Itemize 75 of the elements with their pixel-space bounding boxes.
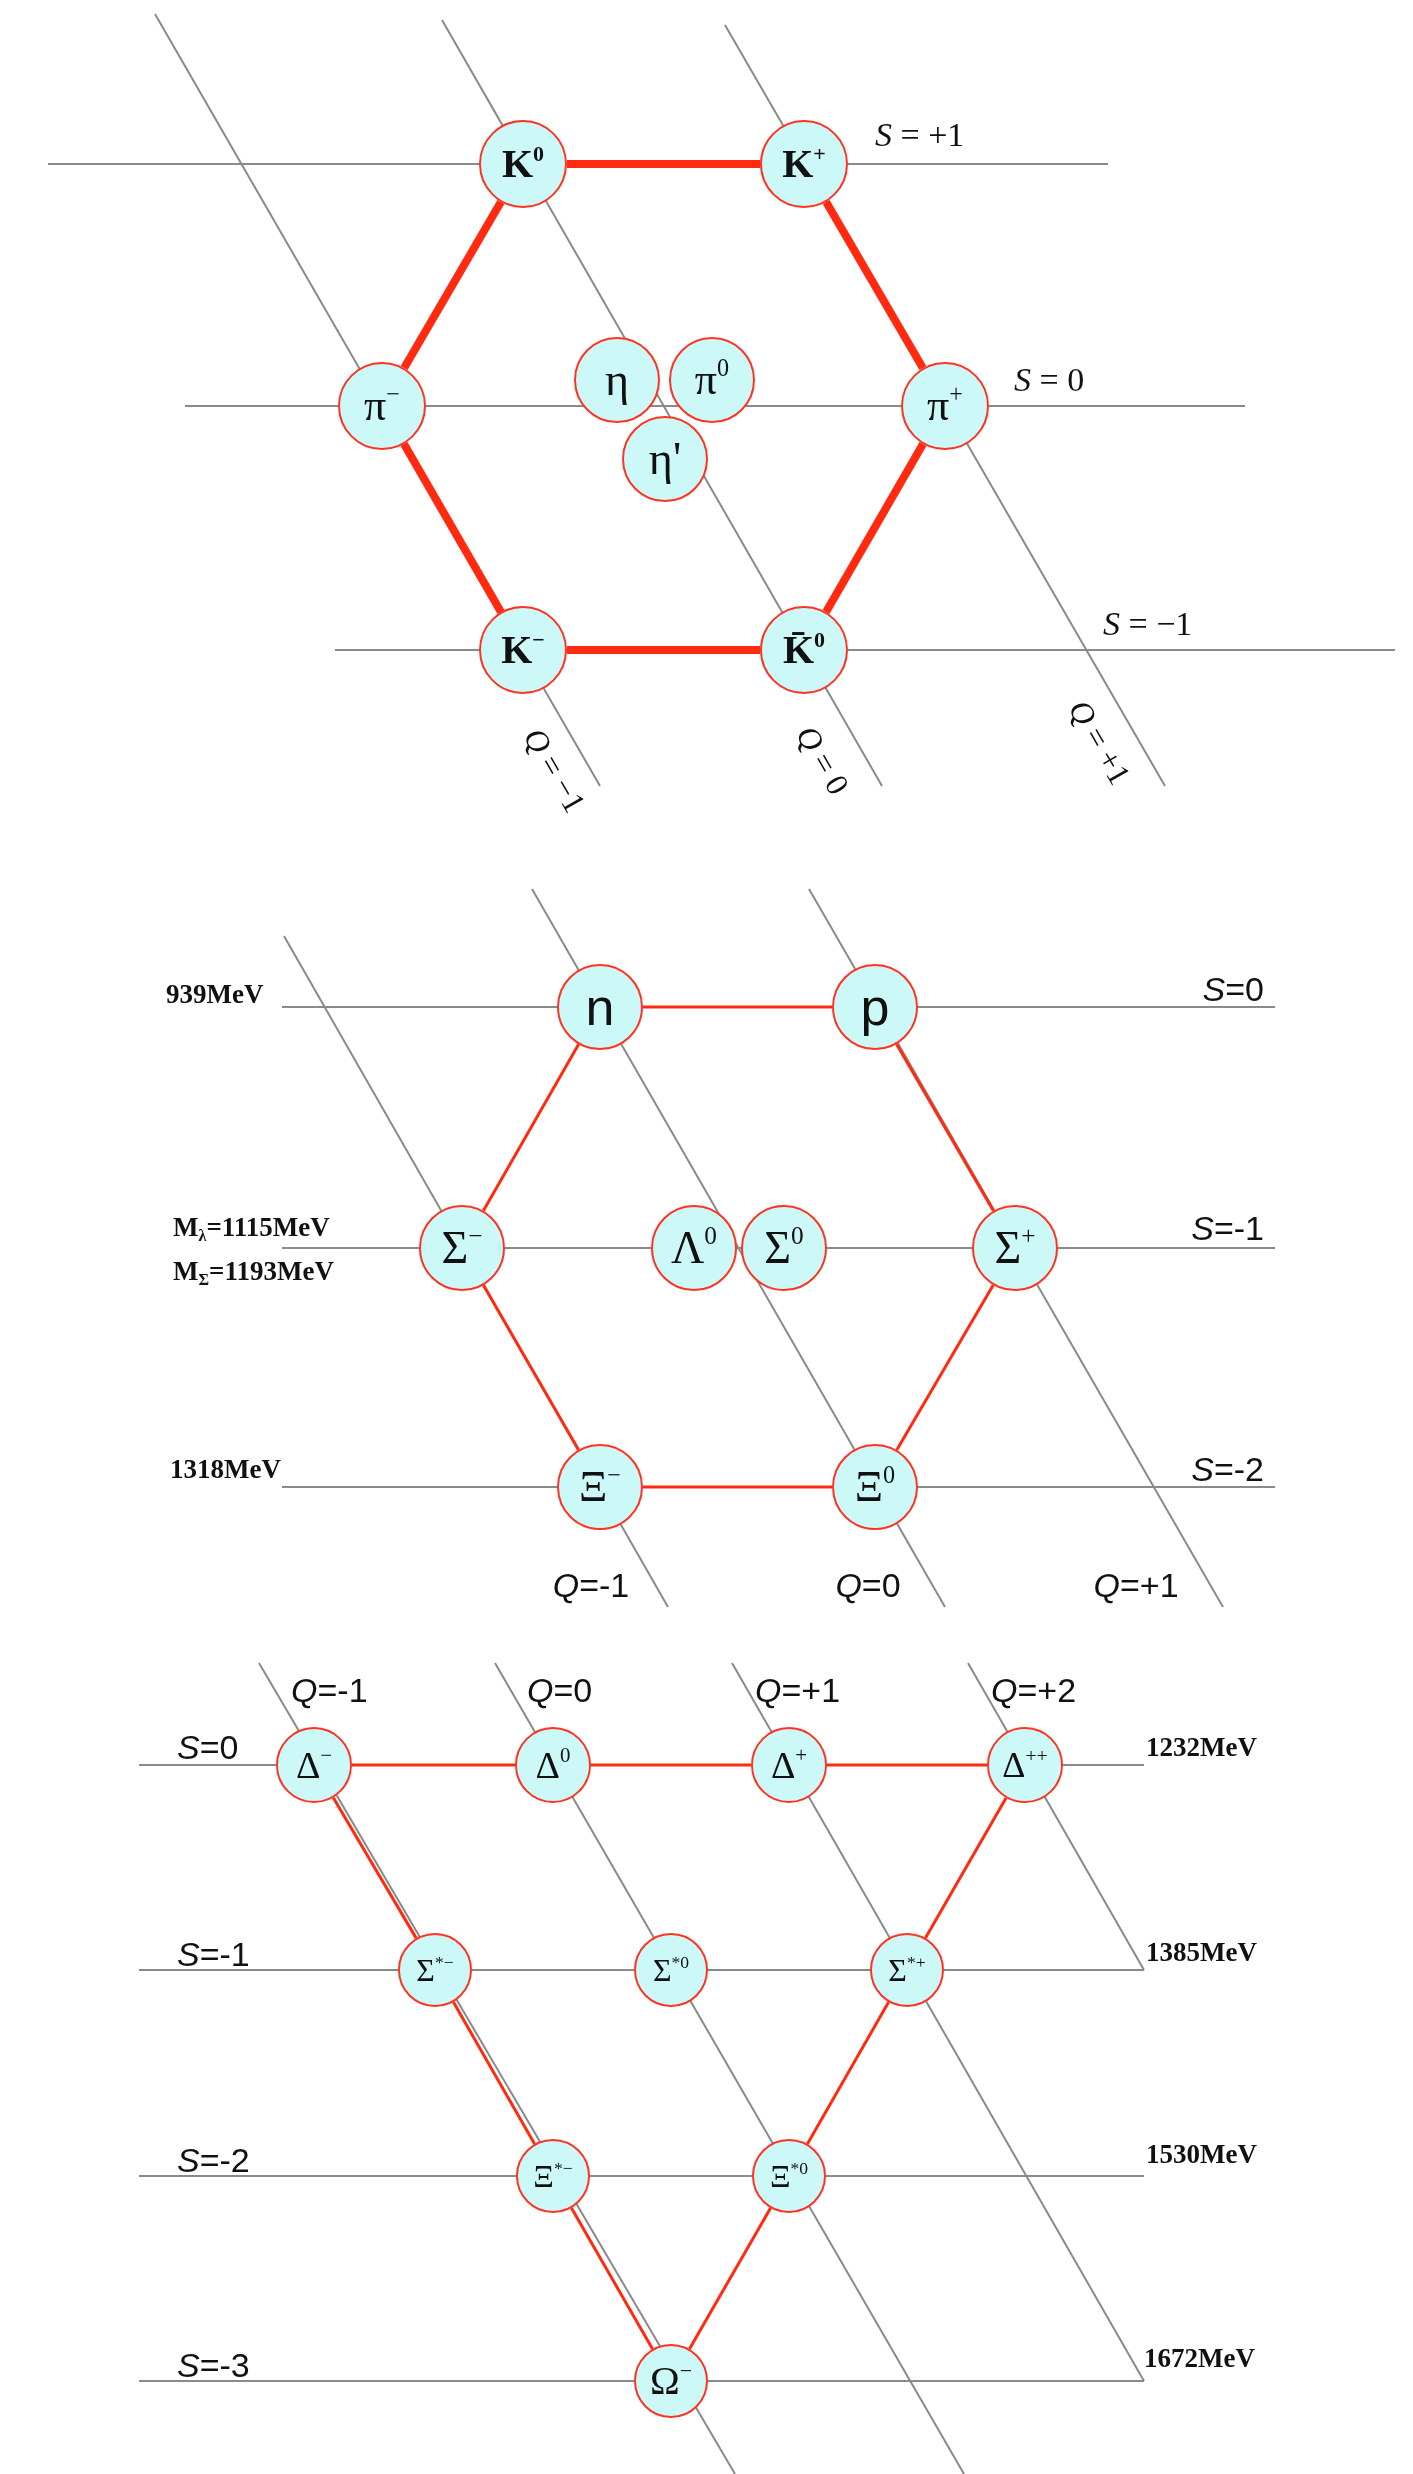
mass-label: M$_{λ}$=1115MeV — [173, 1213, 330, 1241]
mass-label: 1672MeV — [1144, 2344, 1255, 2372]
quantum-number-label: Q=-1 — [291, 1673, 368, 1707]
connector-line — [482, 1284, 580, 1451]
particle-symbol: Ξ$^{*0}$ — [769, 2160, 809, 2192]
connector-line — [895, 1043, 995, 1212]
connector-line — [567, 646, 760, 654]
particle-symbol: K̄$^{0}$ — [782, 630, 826, 670]
quantum-number-label: Q=+1 — [1093, 1568, 1179, 1602]
quantum-number-label: Q=-1 — [552, 1568, 630, 1602]
particle-symbol: Σ$^{*+}$ — [888, 1954, 926, 1986]
particle-symbol: Ω$^{−}$ — [649, 2361, 693, 2401]
connector-line — [400, 200, 505, 370]
mass-label: 1385MeV — [1146, 1938, 1257, 1966]
quantum-number-label: S=-1 — [1191, 1211, 1264, 1245]
quantum-number-label: Q=+1 — [755, 1673, 841, 1707]
quantum-number-label: Q=0 — [835, 1568, 901, 1602]
connector-line — [822, 442, 927, 614]
particle-symbol: Σ$^{0}$ — [764, 1225, 804, 1271]
particle-symbol: η — [604, 357, 630, 403]
mass-label: 939MeV — [166, 980, 264, 1008]
quantum-number-label: S=0 — [177, 1730, 239, 1764]
quantum-number-label: Q=0 — [527, 1673, 593, 1707]
particle-symbol: Δ$^{+}$ — [770, 1746, 808, 1784]
particle-symbol: Λ$^{0}$ — [671, 1225, 717, 1271]
connector-line — [400, 442, 505, 614]
particle-symbol: K$^{−}$ — [501, 630, 545, 670]
connector-line — [895, 1284, 995, 1451]
connector-line — [827, 1763, 987, 1767]
particle-symbol: Σ$^{+}$ — [994, 1225, 1036, 1271]
connector-line — [332, 1796, 418, 1939]
connector-line — [643, 1485, 832, 1489]
particle-symbol: Σ$^{−}$ — [441, 1225, 483, 1271]
connector-line — [452, 2001, 536, 2145]
quantum-number-label: Q = 0 — [790, 720, 856, 800]
connector-line — [806, 2001, 890, 2145]
particle-symbol: π$^{+}$ — [927, 384, 963, 428]
quantum-number-label: Q = −1 — [518, 722, 592, 818]
particle-symbol: Ξ$^{−}$ — [579, 1465, 621, 1509]
particle-symbol: n — [585, 981, 615, 1033]
connector-line — [352, 1763, 515, 1767]
particle-symbol: K$^{0}$ — [501, 144, 545, 184]
mass-label: 1232MeV — [1146, 1733, 1257, 1761]
connector-line — [567, 160, 760, 168]
quantum-number-label: S=-3 — [177, 2348, 250, 2382]
connector-line — [924, 1797, 1008, 1939]
quantum-number-label: S = −1 — [1103, 607, 1193, 641]
connector-line — [591, 1763, 751, 1767]
connector-line — [822, 200, 927, 370]
quantum-number-label: Q=+2 — [991, 1673, 1077, 1707]
quantum-number-label: S=-2 — [1191, 1452, 1264, 1486]
quantum-number-label: Q = +1 — [1063, 694, 1137, 790]
particle-symbol: Σ$^{*−}$ — [416, 1954, 454, 1986]
particle-symbol: π$^{−}$ — [364, 384, 400, 428]
particle-symbol: Δ$^{0}$ — [535, 1746, 571, 1784]
particle-symbol: K$^{+}$ — [782, 144, 826, 184]
connector-line — [482, 1043, 580, 1212]
particle-symbol: π$^{0}$ — [694, 358, 730, 402]
particle-symbol: Δ$^{−}$ — [295, 1746, 333, 1784]
quantum-number-label: S=0 — [1202, 972, 1264, 1006]
connector-line — [643, 1005, 832, 1009]
particle-symbol: η' — [648, 436, 682, 482]
connector-line — [570, 2207, 654, 2350]
mass-label: 1530MeV — [1146, 2140, 1257, 2168]
mass-label: 1318MeV — [170, 1455, 281, 1483]
connector-line — [688, 2207, 772, 2350]
particle-symbol: Ξ$^{0}$ — [854, 1465, 896, 1509]
particle-symbol: Δ$^{++}$ — [1002, 1747, 1048, 1783]
quantum-number-label: S = 0 — [1014, 363, 1085, 397]
quantum-number-label: S = +1 — [875, 118, 965, 152]
particle-symbol: Ξ$^{*−}$ — [533, 2160, 573, 2192]
quantum-number-label: S=-2 — [177, 2143, 250, 2177]
mass-label: M$_{Σ}$=1193MeV — [173, 1257, 334, 1285]
quantum-number-label: S=-1 — [177, 1937, 250, 1971]
particle-symbol: Σ$^{*0}$ — [652, 1954, 690, 1986]
